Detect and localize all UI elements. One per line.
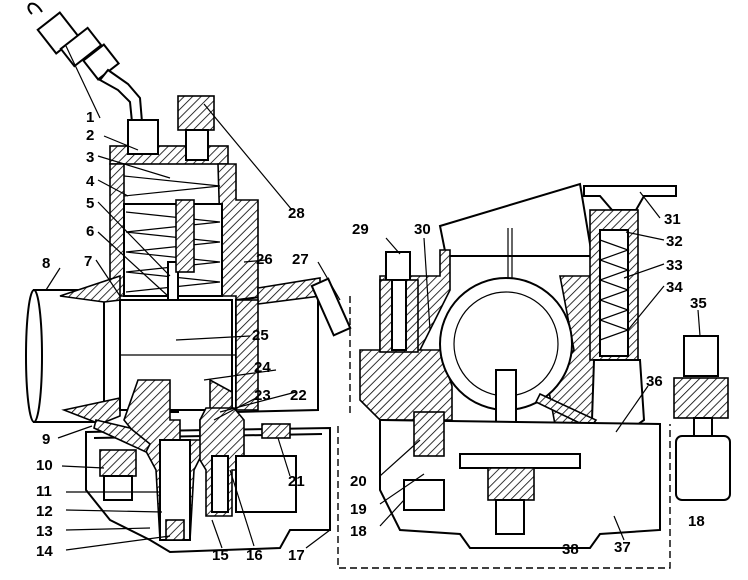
fuel-filter bbox=[673, 335, 731, 501]
label-19: 19 bbox=[350, 501, 367, 518]
outlet-pipe bbox=[235, 277, 321, 414]
label-33: 33 bbox=[666, 257, 683, 274]
label-30: 30 bbox=[414, 221, 431, 238]
label-15: 15 bbox=[212, 547, 229, 564]
label-6: 6 bbox=[86, 223, 94, 240]
throttle-cable bbox=[27, 2, 144, 123]
label-14: 14 bbox=[36, 543, 53, 560]
label-37: 37 bbox=[614, 539, 631, 556]
label-34: 34 bbox=[666, 279, 683, 296]
label-26: 26 bbox=[256, 251, 273, 268]
label-38: 38 bbox=[562, 541, 579, 558]
label-13: 13 bbox=[36, 523, 53, 540]
label-9: 9 bbox=[42, 431, 50, 448]
label-18-right: 18 bbox=[688, 513, 705, 530]
label-35: 35 bbox=[690, 295, 707, 312]
bolt bbox=[379, 251, 419, 353]
label-3: 3 bbox=[86, 149, 94, 166]
callout-labels: 1 2 3 4 5 6 7 8 9 10 11 12 13 14 15 16 1… bbox=[36, 109, 707, 564]
label-17: 17 bbox=[288, 547, 305, 564]
label-1: 1 bbox=[86, 109, 94, 126]
label-27: 27 bbox=[292, 251, 309, 268]
label-4: 4 bbox=[86, 173, 95, 190]
label-21: 21 bbox=[288, 473, 305, 490]
label-11: 11 bbox=[36, 483, 52, 500]
right-section-view bbox=[337, 182, 731, 569]
label-31: 31 bbox=[664, 211, 681, 228]
label-12: 12 bbox=[36, 503, 53, 520]
leader-lines bbox=[45, 45, 701, 551]
label-36: 36 bbox=[646, 373, 663, 390]
label-22: 22 bbox=[290, 387, 307, 404]
label-16: 16 bbox=[246, 547, 263, 564]
label-32: 32 bbox=[666, 233, 683, 250]
label-28: 28 bbox=[288, 205, 305, 222]
idle-screw bbox=[310, 277, 352, 337]
label-8: 8 bbox=[42, 255, 50, 272]
label-29: 29 bbox=[352, 221, 369, 238]
carburetor-cap bbox=[109, 95, 229, 165]
slide-chamber bbox=[109, 163, 259, 413]
label-25: 25 bbox=[252, 327, 269, 344]
label-5: 5 bbox=[86, 195, 94, 212]
label-20: 20 bbox=[350, 473, 367, 490]
label-10: 10 bbox=[36, 457, 53, 474]
label-18-left: 18 bbox=[350, 523, 367, 540]
label-7: 7 bbox=[84, 253, 92, 270]
float-bowl bbox=[85, 378, 331, 554]
label-2: 2 bbox=[86, 127, 94, 144]
label-23: 23 bbox=[254, 387, 271, 404]
label-24: 24 bbox=[254, 359, 271, 376]
left-section-view bbox=[25, 2, 352, 554]
